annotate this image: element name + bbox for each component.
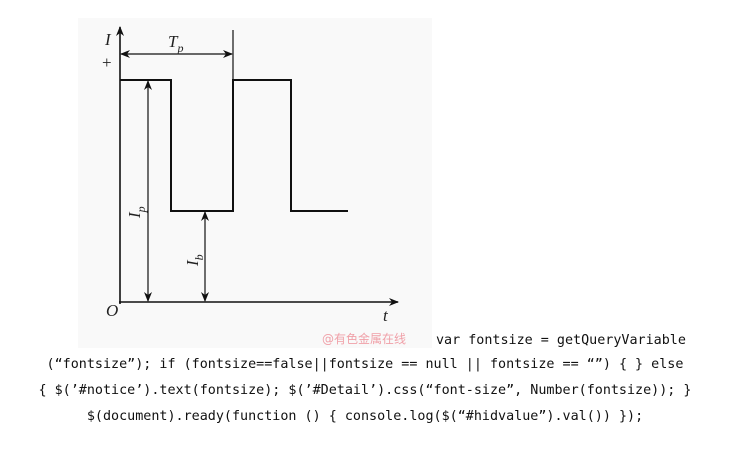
origin-label: O [106,301,118,320]
watermark: @有色金属在线 [322,331,406,346]
code-text-line-1: var fontsize = getQueryVariable [436,333,686,348]
plus-sign: + [102,53,112,72]
peak-current-label: Ip [125,206,148,219]
period-label: Tp [168,32,183,55]
code-text-line-3: { $(’#notice’).text(fontsize); $(’#Detai… [38,383,692,398]
x-axis-label: t [383,306,389,325]
code-text-line-2: (“fontsize”); if (fontsize==false||fonts… [46,357,684,372]
pulse-waveform [120,79,348,212]
pulse-current-diagram: I + Tp Ip Ib O t @有色金属在线 [78,18,432,348]
base-current-label: Ib [183,254,206,267]
code-text-line-4: $(document).ready(function () { console.… [86,409,644,424]
y-axis-label: I [104,30,112,49]
waveform-svg: I + Tp Ip Ib O t @有色金属在线 [102,26,406,346]
